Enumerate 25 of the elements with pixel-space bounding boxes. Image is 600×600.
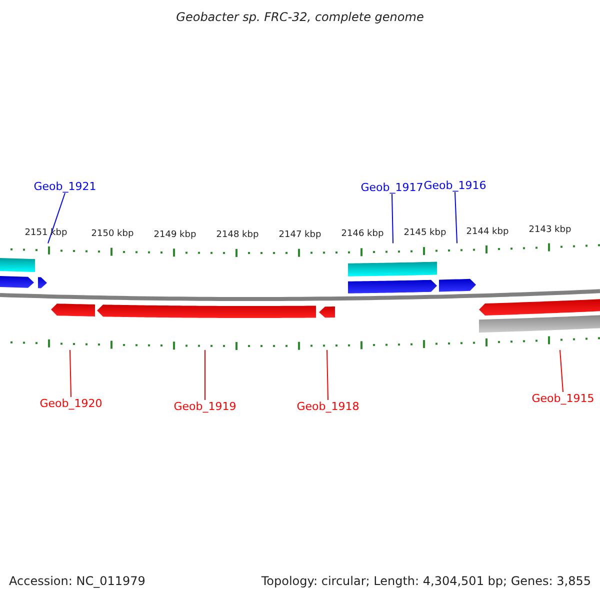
gene-label: Geob_1919 <box>174 401 236 412</box>
scale-label: 2150 kbp <box>91 230 134 240</box>
scale-label: 2143 kbp <box>528 226 572 236</box>
leader-line <box>392 194 394 244</box>
genome-map-drawing <box>0 243 600 350</box>
scale-label: 2149 kbp <box>154 230 196 240</box>
gene-label: Geob_1921 <box>34 181 96 192</box>
scale-label: 2145 kbp <box>404 229 446 238</box>
scale-label: 2147 kbp <box>278 230 322 240</box>
leader-line <box>454 192 458 244</box>
gene-label: Geob_1918 <box>296 401 360 412</box>
genome-summary-text: Topology: circular; Length: 4,304,501 bp; Genes: 3,855 <box>261 575 591 587</box>
leader-line <box>204 350 206 400</box>
leader-line <box>70 350 72 398</box>
gene-label: Geob_1915 <box>532 393 594 404</box>
scale-label: 2144 kbp <box>466 228 509 238</box>
title: Geobacter sp. FRC-32, complete genome <box>176 11 424 23</box>
gene-label: Geob_1917 <box>360 182 424 193</box>
scale-label: 2146 kbp <box>341 230 384 240</box>
gene-label: Geob_1920 <box>40 398 102 409</box>
scale-label: 2148 kbp <box>216 230 259 240</box>
accession-text: Accession: NC_011979 <box>9 575 146 587</box>
leader-line <box>326 350 328 400</box>
gene-label: Geob_1916 <box>424 180 486 191</box>
leader-line <box>560 350 564 392</box>
